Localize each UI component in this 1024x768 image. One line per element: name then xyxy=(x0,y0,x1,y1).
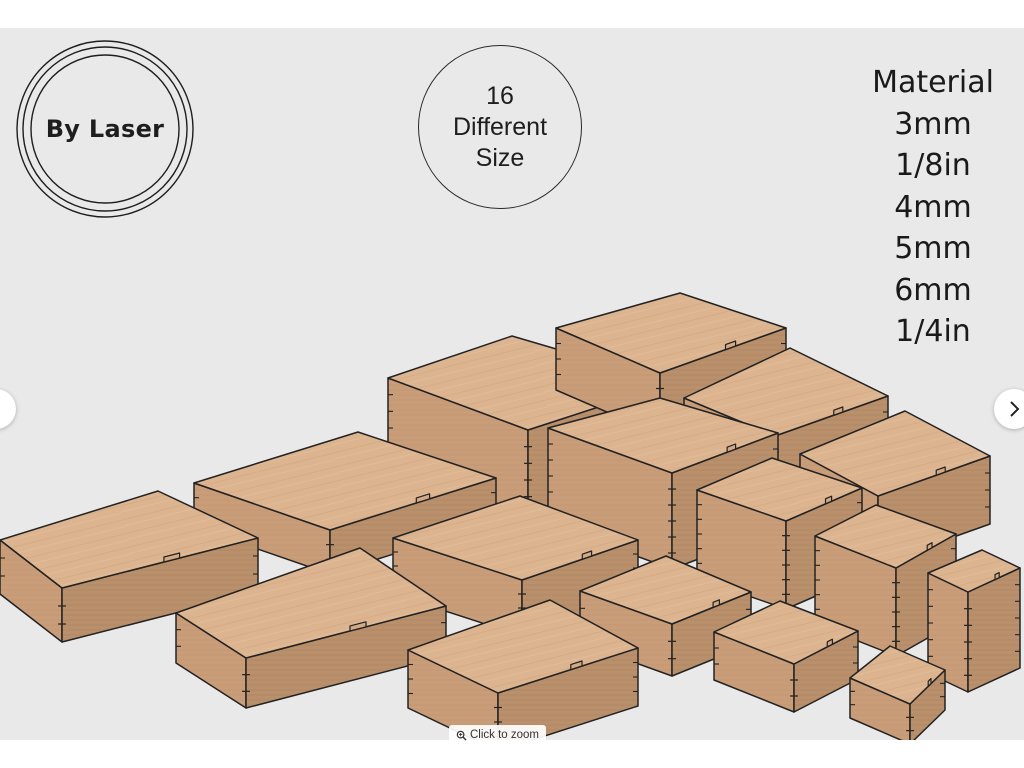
material-item: 6mm xyxy=(894,272,972,308)
next-image-button[interactable] xyxy=(994,389,1024,429)
wooden-box xyxy=(579,555,752,677)
material-item: 5mm xyxy=(894,231,972,266)
material-item: 3mm xyxy=(894,106,972,142)
size-count-badge: 16 Different Size xyxy=(418,45,582,209)
logo-text: By Laser xyxy=(45,115,165,143)
material-heading: Material xyxy=(872,65,994,100)
magnifier-icon xyxy=(456,730,467,740)
material-list: Material 3mm 1/8in 4mm 5mm 6mm 1/4in xyxy=(848,62,1018,353)
click-to-zoom-button[interactable]: Click to zoom xyxy=(449,725,547,745)
material-item: 1/4in xyxy=(895,314,971,349)
wooden-box xyxy=(0,490,259,643)
previous-image-button[interactable] xyxy=(0,389,16,429)
product-image[interactable] xyxy=(0,28,1024,740)
logo-rings-icon xyxy=(16,40,194,218)
wooden-box xyxy=(407,599,639,740)
badge-line: 16 xyxy=(486,81,514,110)
by-laser-logo: By Laser xyxy=(14,38,196,220)
zoom-label: Click to zoom xyxy=(470,729,540,741)
wooden-box xyxy=(193,431,497,575)
wooden-box xyxy=(927,549,1021,693)
chevron-right-icon xyxy=(1010,401,1020,417)
wooden-box xyxy=(849,645,946,740)
chevron-left-icon xyxy=(0,389,16,429)
wooden-box xyxy=(713,600,859,713)
material-item: 1/8in xyxy=(895,148,971,183)
badge-line: Size xyxy=(475,143,525,172)
product-image-viewer[interactable]: By Laser 16 Different Size Material 3mm … xyxy=(0,28,1024,740)
badge-line: Different xyxy=(452,112,548,141)
box-group xyxy=(0,292,1021,740)
material-item: 4mm xyxy=(894,189,972,225)
